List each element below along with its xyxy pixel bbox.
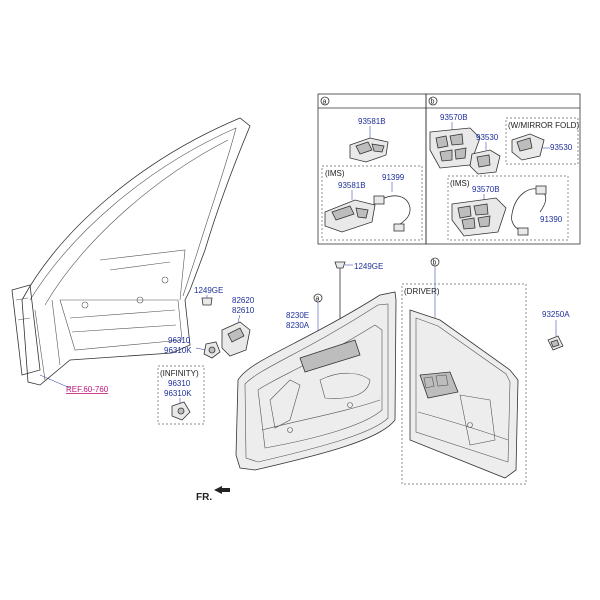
front-arrow-icon (214, 486, 230, 494)
screw-1249GE-top (334, 261, 353, 350)
callout-a-panel: a (316, 296, 320, 303)
ref-label[interactable]: REF.60-760 (66, 385, 109, 394)
switch-93581B (349, 137, 389, 163)
switch-93570B-ims (451, 197, 507, 237)
label-96310[interactable]: 96310 (168, 336, 191, 345)
wiring-91390 (511, 185, 547, 236)
switch-93581B-ims (324, 199, 376, 233)
callout-b: b (431, 99, 435, 106)
label-82620[interactable]: 82620 (232, 296, 255, 305)
label-93581B-ims[interactable]: 93581B (338, 181, 366, 190)
label-96310-infinity[interactable]: 96310 (168, 379, 191, 388)
label-8230E[interactable]: 8230E (286, 311, 309, 320)
switch-93530 (469, 149, 501, 175)
front-direction-label: FR. (196, 492, 212, 503)
label-93530-mirror-fold[interactable]: 93530 (550, 143, 573, 152)
label-93570B[interactable]: 93570B (440, 113, 468, 122)
tweeter-96310 (203, 341, 221, 359)
label-91390[interactable]: 91390 (540, 215, 563, 224)
driver-door-trim (409, 309, 519, 479)
label-93530[interactable]: 93530 (476, 133, 499, 142)
label-driver: (DRIVER) (404, 287, 440, 296)
label-93250A[interactable]: 93250A (542, 310, 570, 319)
label-w-mirror-fold: (W/MIRROR FOLD) (508, 121, 579, 130)
callout-a: a (323, 99, 327, 106)
screw-1249GE-left (201, 295, 213, 306)
callout-b-driver: b (433, 260, 437, 267)
switch-93530-mirror-fold (511, 133, 545, 161)
label-93570B-ims[interactable]: 93570B (472, 185, 500, 194)
label-ims-b: (IMS) (450, 179, 470, 188)
switch-93250A (547, 335, 564, 351)
label-96310K[interactable]: 96310K (164, 346, 192, 355)
label-1249GE-top[interactable]: 1249GE (354, 262, 383, 271)
label-96310K-infinity[interactable]: 96310K (164, 389, 192, 398)
tweeter-96310-infinity (171, 401, 191, 421)
door-trim-panel (235, 291, 397, 471)
label-ims-a: (IMS) (325, 169, 345, 178)
inside-handle-82610 (221, 321, 251, 357)
label-93581B[interactable]: 93581B (358, 117, 386, 126)
label-82610[interactable]: 82610 (232, 306, 255, 315)
label-8230A[interactable]: 8230A (286, 321, 310, 330)
driver-box (401, 283, 527, 485)
door-frame (11, 117, 251, 386)
detail-box-a: a b (317, 93, 581, 245)
switch-93570B (429, 127, 481, 169)
wiring-91399 (373, 195, 411, 232)
label-infinity: (INFINITY) (160, 369, 199, 378)
label-91399[interactable]: 91399 (382, 173, 405, 182)
label-1249GE-left[interactable]: 1249GE (194, 286, 223, 295)
